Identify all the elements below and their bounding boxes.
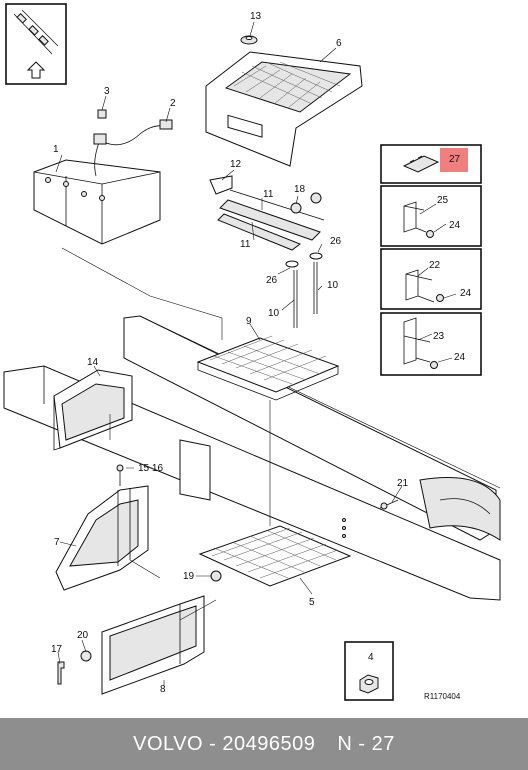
inset-panel-22 — [380, 248, 482, 310]
callout-26-right: 26 — [330, 236, 342, 247]
callout-3: 3 — [104, 86, 110, 97]
chassis-frame — [3, 315, 501, 601]
highlight-box — [440, 148, 468, 172]
callout-6: 6 — [336, 38, 342, 49]
callout-10-left: 10 — [268, 308, 280, 319]
callout-22: 22 — [429, 260, 441, 271]
footer-separator: - — [209, 732, 217, 755]
support-bracket — [55, 464, 149, 591]
exploded-parts-diagram: 1 2 3 4 5 6 7 8 9 10 10 11 11 12 13 14 1… — [3, 3, 501, 701]
callout-13: 13 — [250, 11, 262, 22]
battery-cover — [205, 51, 363, 167]
direction-arrow-icon — [26, 61, 46, 79]
callout-26-left: 26 — [266, 275, 278, 286]
orientation-arrow-icon — [13, 9, 59, 79]
leader-lines — [55, 21, 403, 686]
footer-position-label: N - 27 — [337, 732, 395, 755]
callout-24-a: 24 — [449, 220, 461, 231]
inset-panel-4 — [344, 641, 394, 701]
hold-down-hardware — [285, 192, 323, 328]
callout-11-bottom: 11 — [240, 239, 251, 250]
inset-panel-23 — [380, 312, 482, 376]
footer-bar: VOLVO - 20496509 N - 27 — [0, 718, 528, 770]
callout-23: 23 — [433, 331, 445, 342]
grommet — [240, 35, 258, 45]
callout-10-right: 10 — [327, 280, 339, 291]
callout-11-top: 11 — [263, 189, 274, 200]
callout-7: 7 — [54, 537, 60, 548]
lower-bracket — [101, 595, 205, 695]
orientation-inset — [5, 3, 67, 85]
callout-5: 5 — [309, 597, 315, 608]
callout-8: 8 — [160, 684, 166, 695]
callout-25: 25 — [437, 195, 449, 206]
callout-21: 21 — [397, 478, 409, 489]
callout-9: 9 — [246, 316, 252, 327]
footer-brand: VOLVO — [133, 732, 204, 755]
callout-27: 27 — [449, 154, 461, 165]
batteries — [33, 159, 161, 245]
reference-code: R1170404 — [424, 692, 461, 701]
battery-brackets — [209, 175, 325, 251]
callout-24-b: 24 — [460, 288, 472, 299]
side-plate — [53, 369, 133, 451]
callout-4: 4 — [368, 652, 374, 663]
callout-2: 2 — [170, 98, 176, 109]
callout-24-c: 24 — [454, 352, 466, 363]
fasteners — [57, 499, 399, 685]
callout-14: 14 — [87, 357, 99, 368]
inset-panel-25 — [380, 185, 482, 247]
callout-15-16: 15 16 — [138, 463, 163, 474]
inset-panel-27 — [380, 144, 482, 184]
callout-19: 19 — [183, 571, 195, 582]
callout-12: 12 — [230, 159, 242, 170]
callout-17: 17 — [51, 644, 63, 655]
callout-20: 20 — [77, 630, 89, 641]
callout-1: 1 — [53, 144, 59, 155]
callout-18: 18 — [294, 184, 306, 195]
battery-cable — [93, 109, 173, 177]
footer-part-number: 20496509 — [222, 732, 316, 755]
floor-grid — [198, 518, 352, 587]
battery-tray — [196, 335, 340, 401]
